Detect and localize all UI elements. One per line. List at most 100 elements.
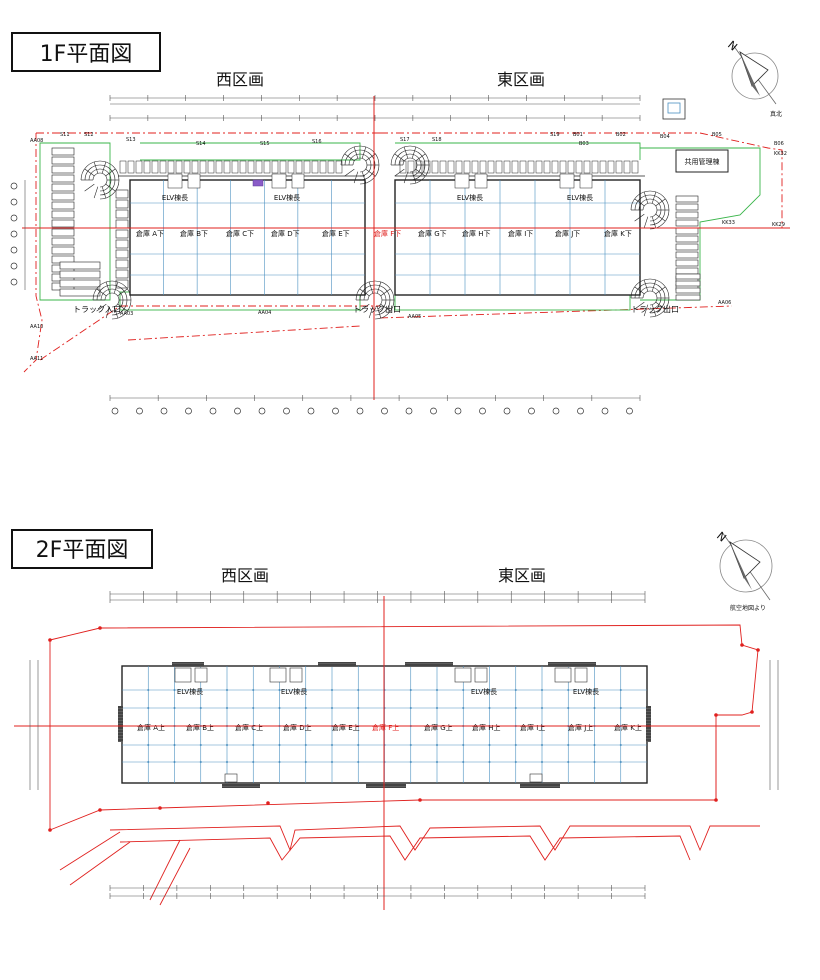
grid-bubble <box>626 407 633 415</box>
floor1-title-box: 1F平面図 <box>11 32 161 72</box>
floor1-admin-building: 共用管理棟 <box>675 149 729 173</box>
floor1-admin-label: 共用管理棟 <box>685 157 720 166</box>
floor1-loading-docks <box>118 160 645 189</box>
floor1-warehouse-label: 倉庫 B下 <box>180 229 208 238</box>
floor1-warehouse-label: 倉庫 G下 <box>418 229 447 238</box>
floor1-road-code: S16 <box>312 139 322 145</box>
floor2-north-arrow-icon: N 航空地図より <box>714 529 773 612</box>
dock-shutter <box>366 783 406 788</box>
grid-bubble <box>405 407 413 415</box>
floor2-warehouse-label: 倉庫 K上 <box>614 723 642 732</box>
floor2-elv-label: ELV棟長 <box>471 687 497 696</box>
floor2-bottom-dimensions <box>109 885 646 899</box>
floor1-warehouse-label: 倉庫 F下 <box>374 229 401 238</box>
floor1-truck-exit-right-label: トラック出口 <box>631 304 679 314</box>
floor1-road-code: KK33 <box>722 220 735 226</box>
floor1-road-code: S17 <box>400 137 410 143</box>
grid-bubble <box>528 407 535 415</box>
dock-shutter <box>222 783 260 788</box>
svg-text:N: N <box>714 529 729 544</box>
floor1-bottom-dimensions <box>109 395 641 401</box>
floor1-road-code: S18 <box>432 137 442 143</box>
floor2-boundary-points <box>48 626 760 832</box>
floor1-site-boundary <box>23 132 783 373</box>
grid-bubble <box>356 407 364 415</box>
floor1-east-building <box>394 179 641 296</box>
floor1-road-code: B01 <box>573 132 583 138</box>
floor1-road-code: KK32 <box>774 151 787 157</box>
floor2-warehouse-label: 倉庫 G上 <box>424 723 453 732</box>
floor1-warehouse-label: 倉庫 D下 <box>271 229 300 238</box>
floor1-road-code: AA03 <box>120 311 133 317</box>
floor2-top-dimensions <box>109 591 646 603</box>
grid-bubble <box>10 246 18 254</box>
floor1-warehouse-label: 倉庫 K下 <box>604 229 632 238</box>
dock-shutter <box>520 783 560 788</box>
floor2-north-label: 航空地図より <box>730 604 766 612</box>
floor1-road-code: AA05 <box>408 314 421 320</box>
floor1-warehouse-label: 倉庫 I下 <box>508 229 533 238</box>
floor1-road-code: B02 <box>616 132 626 138</box>
floor2-axis-lines <box>14 596 760 910</box>
floor1-truck-exit-center-label: トラック出口 <box>353 304 401 314</box>
floor1-road-code: S19 <box>550 132 560 138</box>
grid-bubble <box>307 407 315 415</box>
dock-shutter <box>548 662 596 667</box>
floor1-road-code: AA11 <box>30 356 43 362</box>
grid-bubble <box>136 407 143 415</box>
floor2-warehouse-label: 倉庫 J上 <box>568 723 593 732</box>
floor1-warehouse-label: 倉庫 A下 <box>136 229 164 238</box>
floor2-title-box: 2F平面図 <box>11 529 153 569</box>
grid-bubble <box>283 407 290 415</box>
grid-bubble <box>381 407 388 415</box>
floor1-road-code: AA06 <box>718 300 731 306</box>
floor1-road-code: S12 <box>84 132 94 138</box>
floor2-warehouse-label: 倉庫 B上 <box>186 723 214 732</box>
grid-bubble <box>10 182 18 190</box>
floor2-elv-label: ELV棟長 <box>281 687 307 696</box>
floor2-west-label: 西区画 <box>221 566 269 585</box>
floor2-title: 2F平面図 <box>36 538 129 563</box>
floor1-road-code: B04 <box>660 134 670 140</box>
grid-bubble <box>111 407 119 415</box>
floor2-warehouse-label: 倉庫 E上 <box>332 723 360 732</box>
floor2-warehouse-label: 倉庫 A上 <box>137 723 165 732</box>
floor2-east-label: 東区画 <box>498 566 546 585</box>
floor1-plan: 1F平面図 西区画 東区画 N 真北 <box>10 32 790 415</box>
floor1-road-code: AA10 <box>30 324 43 330</box>
floor1-road-code: AA04 <box>258 310 271 316</box>
grid-bubble <box>10 198 18 206</box>
floor1-road-code: AA08 <box>30 138 43 144</box>
dock-shutter <box>405 662 453 667</box>
dock-shutter <box>318 662 356 667</box>
grid-bubble <box>185 407 192 415</box>
grid-bubble <box>454 407 462 415</box>
floor1-west-building <box>129 179 366 296</box>
floor1-elv-label: ELV棟長 <box>162 193 188 202</box>
floor1-left-grid-bubbles <box>10 180 26 290</box>
floor1-north-arrow-icon: N 真北 <box>725 38 782 118</box>
floor1-road-code: S13 <box>126 137 136 143</box>
floor2-warehouse-labels: 倉庫 A上倉庫 B上倉庫 C上倉庫 D上倉庫 E上倉庫 F上倉庫 G上倉庫 H上… <box>137 723 642 732</box>
floor1-road-code: B06 <box>774 141 784 147</box>
floor2-warehouse-label: 倉庫 D上 <box>283 723 312 732</box>
floor1-key-map <box>662 98 686 120</box>
floor2-dock-shutters <box>118 662 651 788</box>
floor1-warehouse-label: 倉庫 C下 <box>226 229 254 238</box>
floor2-site-boundary <box>49 624 760 906</box>
floor2-warehouse-label: 倉庫 F上 <box>372 723 399 732</box>
grid-bubble <box>577 407 584 415</box>
floor1-warehouse-label: 倉庫 J下 <box>555 229 580 238</box>
floor2-plan: 2F平面図 西区画 東区画 N 航空地図より <box>11 529 779 910</box>
grid-bubble <box>332 407 339 415</box>
grid-bubble <box>552 407 560 415</box>
grid-bubble <box>479 407 486 415</box>
grid-bubble <box>10 262 18 270</box>
floor1-title: 1F平面図 <box>40 42 133 67</box>
floor1-north-label: 真北 <box>770 110 782 118</box>
floor2-side-dimensions <box>29 660 779 790</box>
grid-bubble <box>10 214 18 222</box>
